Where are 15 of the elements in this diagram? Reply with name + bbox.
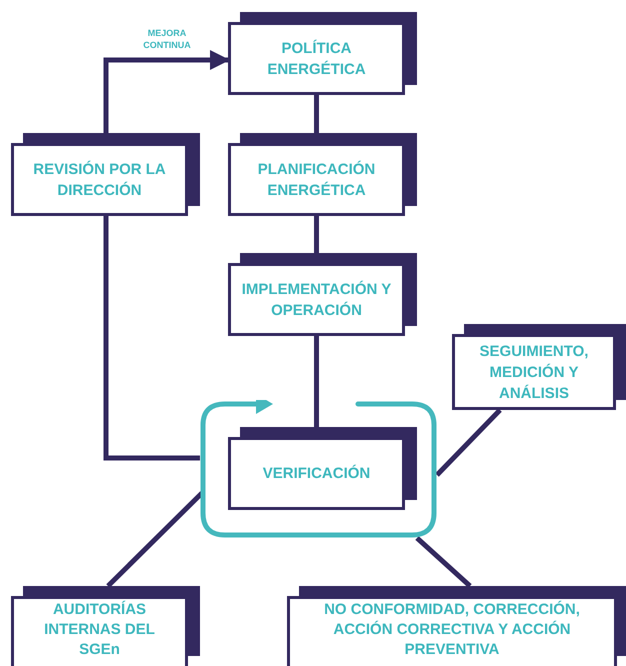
box-label: REVISIÓN POR LA DIRECCIÓN <box>32 160 167 200</box>
connector-line <box>415 536 472 588</box>
box-label: PLANIFICACIÓN ENERGÉTICA <box>256 160 376 200</box>
box-label: VERIFICACIÓN <box>262 464 372 484</box>
box-label: SEGUIMIENTO, MEDICIÓN Y ANÁLISIS <box>478 342 590 404</box>
connector-line <box>435 408 502 477</box>
box-label: POLÍTICA ENERGÉTICA <box>266 38 367 80</box>
box-label: NO CONFORMIDAD, CORRECCIÓN, ACCIÓN CORRECTIVA Y ACCIÓN PREVENTIVA <box>323 600 581 660</box>
box-label: AUDITORÍAS INTERNAS DEL SGEn <box>43 600 156 660</box>
box-label: IMPLEMENTACIÓN Y OPERACIÓN <box>240 280 392 320</box>
connector-line <box>314 336 319 427</box>
arrow <box>104 50 230 133</box>
edge-label: MEJORA CONTINUA <box>142 27 192 51</box>
connector-line <box>314 216 319 253</box>
connector-line <box>104 216 200 460</box>
